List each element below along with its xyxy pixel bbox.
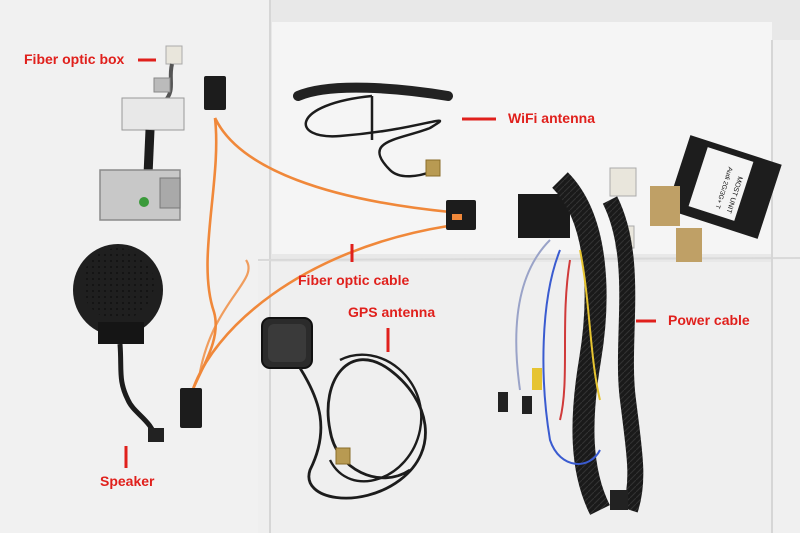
speaker-mount xyxy=(98,322,144,344)
fiber-connector-top xyxy=(204,76,226,110)
speaker xyxy=(73,244,164,442)
foam-seam xyxy=(257,257,800,261)
green-sticker xyxy=(139,197,149,207)
harness-plug xyxy=(610,490,628,510)
fiber-optic-cable xyxy=(180,76,476,428)
tan-connector xyxy=(676,228,702,262)
yellow-rca xyxy=(532,368,542,390)
wifi-antenna-label: WiFi antenna xyxy=(508,110,595,126)
power-cable-harness: MOST UNIT Audi 2G/3G+ T xyxy=(498,135,782,515)
speaker-label: Speaker xyxy=(100,473,155,489)
black-rca xyxy=(498,392,508,412)
most-unit-label xyxy=(688,147,754,221)
power-cable-label: Power cable xyxy=(668,312,750,328)
white-connector xyxy=(609,167,637,197)
fiber-optic-box-label: Fiber optic box xyxy=(24,51,125,67)
gps-antenna-label: GPS antenna xyxy=(348,304,436,320)
tan-connector xyxy=(650,186,680,226)
white-plug xyxy=(165,45,183,65)
fiber-optic-cable-label: Fiber optic cable xyxy=(298,272,410,288)
foam-panel-right xyxy=(772,40,800,533)
fiber-connector-bottom xyxy=(180,388,202,428)
small-connector xyxy=(153,77,171,93)
fiber-optic-box xyxy=(99,45,185,221)
black-rca xyxy=(522,396,532,414)
gps-antenna xyxy=(261,317,427,500)
box-port xyxy=(159,177,181,209)
gps-connector xyxy=(335,447,351,465)
white-label xyxy=(121,97,185,131)
wifi-connector xyxy=(425,159,441,177)
speaker-plug xyxy=(148,428,164,442)
wifi-antenna xyxy=(293,82,453,178)
speaker-grille xyxy=(82,248,154,320)
black-module xyxy=(518,194,570,238)
